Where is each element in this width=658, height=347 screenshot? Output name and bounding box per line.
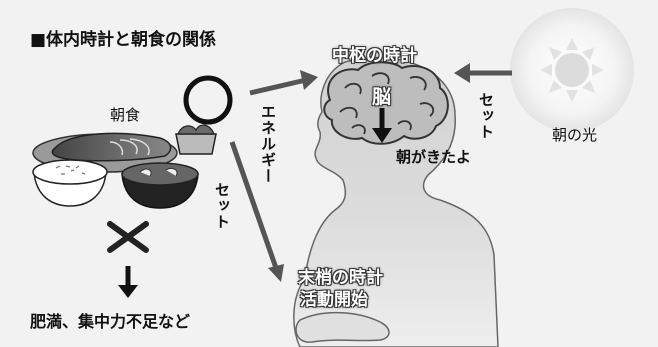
sun-disc [555,53,589,87]
energy-label: エネルギー [259,104,277,184]
page-title: ■体内時計と朝食の関係 [30,30,217,50]
morning-light-label: 朝の光 [552,126,598,144]
pickles [177,124,215,135]
rice-grains [55,165,86,175]
rice [32,159,108,185]
consequence-label: 肥満、集中力不足など [30,312,191,331]
arrow-set-to-peripheral [229,141,284,282]
brain-label: 脳 [372,86,392,108]
fish-pattern [109,138,150,156]
circle-mark-icon [183,75,233,125]
cross-mark-icon [107,221,149,253]
miso-soup-bowl [121,162,199,209]
set-label-left: セット [213,182,231,230]
activity-start-label: 活動開始 [300,290,368,310]
central-clock-label: 中枢の時計 [332,46,417,66]
breakfast-food [32,124,217,209]
brain-outline [323,61,449,145]
soup [121,162,199,186]
arrow-light-to-brain [454,63,512,83]
brain-folds [339,72,435,135]
pickle-cup [175,124,217,155]
arrow-energy-to-brain [249,70,318,96]
breakfast-label: 朝食 [110,106,141,124]
rice-bowl [32,159,108,207]
peripheral-clock-label: 末梢の時計 [298,268,383,288]
soup-ingredients [139,167,178,177]
arrow-brain-down [372,108,392,143]
sun-rays [540,38,604,102]
sun-illustration [510,8,634,132]
down-arrow-consequence [118,266,138,298]
human-hand [295,311,390,343]
brain-illustration [323,61,449,145]
set-label-right: セット [477,92,495,140]
cup [175,133,217,155]
woke-up-label: 朝がきたよ [396,148,472,166]
grilled-fish [51,132,172,162]
